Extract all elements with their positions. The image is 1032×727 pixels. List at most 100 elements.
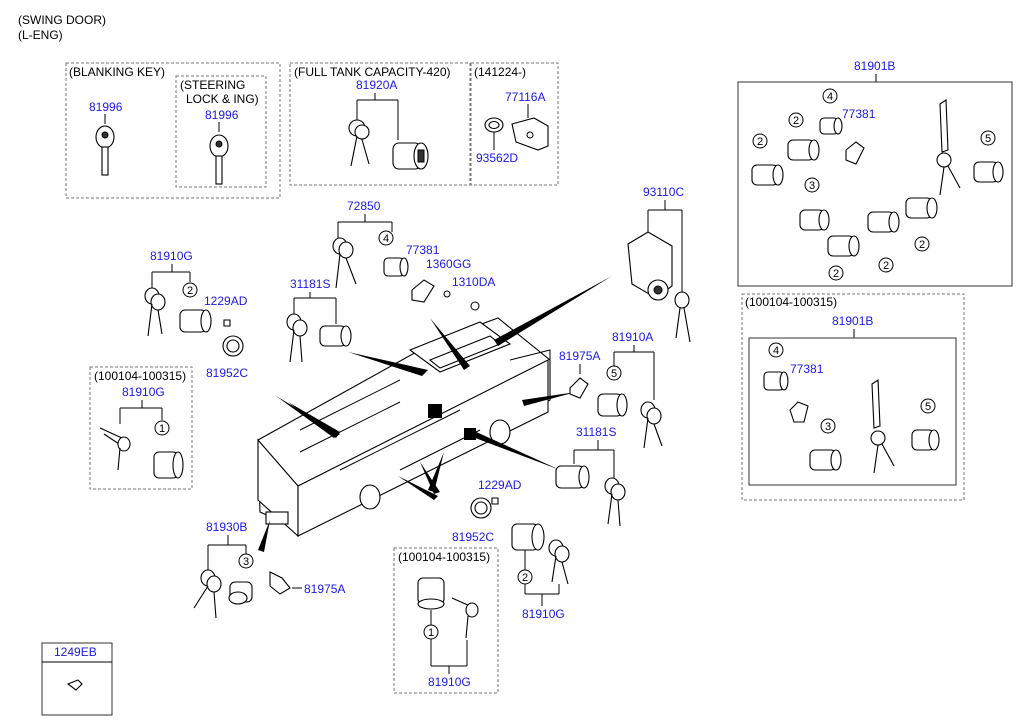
- part-81996-a[interactable]: 81996: [89, 100, 123, 114]
- callout-4: 4: [383, 233, 389, 245]
- lock-cylinder-81910G-d-icon: [417, 577, 445, 610]
- header-l-eng: (L-ENG): [18, 28, 63, 42]
- key-pair-81910A-icon: [640, 401, 663, 449]
- lock-cylinder-81910A-icon: [597, 393, 628, 417]
- part-1229AD-b[interactable]: 1229AD: [478, 478, 522, 492]
- date-box-left: [89, 366, 193, 490]
- lock-cylinder-72850-icon: [383, 257, 409, 277]
- part-81901B-bottom[interactable]: 81901B: [832, 314, 873, 328]
- key-pair-81910G-b-icon: [99, 427, 131, 471]
- lock-cylinder-81910G-c-icon: [511, 523, 545, 551]
- full-tank-label: (FULL TANK CAPACITY-420): [294, 65, 451, 79]
- blank-key-steering-icon: [209, 134, 229, 185]
- callout-4: 4: [773, 345, 779, 357]
- part-81910G-b[interactable]: 81910G: [122, 385, 165, 399]
- part-81952C-a[interactable]: 81952C: [206, 366, 248, 380]
- date-box-bottom: [393, 547, 499, 694]
- callout-2: 2: [833, 268, 839, 280]
- part-81910G-a[interactable]: 81910G: [150, 249, 193, 263]
- fuel-cap-key-icon: [348, 119, 370, 167]
- part-81910G-d[interactable]: 81910G: [428, 675, 471, 689]
- part-81910G-c[interactable]: 81910G: [522, 607, 565, 621]
- clip-81975A-a-icon: [569, 377, 589, 399]
- key-pair-81930B-icon: [193, 569, 222, 619]
- callout-5: 5: [985, 133, 991, 145]
- callout-5: 5: [611, 368, 617, 380]
- bus-body-icon: [257, 317, 551, 538]
- bolt-1249EB-icon: [66, 679, 83, 691]
- full-tank-box: [289, 62, 471, 186]
- blanking-key-box: [65, 62, 281, 199]
- key-pair-31181S-a-icon: [286, 313, 308, 363]
- lock-cylinder-31181S-a-icon: [319, 325, 352, 347]
- 1249EB-box: [41, 642, 113, 716]
- callout-3: 3: [809, 180, 815, 192]
- callout-2: 2: [187, 285, 193, 297]
- part-81901B-top[interactable]: 81901B: [854, 59, 895, 73]
- callout-1: 1: [159, 423, 165, 435]
- screw-1229AD-b-icon: [491, 497, 499, 505]
- date-box-right: [741, 293, 965, 501]
- part-1310DA[interactable]: 1310DA: [452, 275, 495, 289]
- key-pair-81910G-d-icon: [451, 597, 479, 639]
- part-1249EB[interactable]: 1249EB: [54, 645, 97, 659]
- lock-cylinder-81930B-icon: [228, 581, 253, 605]
- blanking-key-label: (BLANKING KEY): [69, 65, 165, 79]
- steering-lock-label-2: LOCK & ING): [186, 92, 259, 106]
- part-93110C[interactable]: 93110C: [643, 185, 684, 199]
- part-1360GG[interactable]: 1360GG: [426, 257, 471, 271]
- callout-2: 2: [522, 572, 528, 584]
- key-pair-72850-icon: [332, 237, 357, 289]
- part-81952C-b[interactable]: 81952C: [452, 530, 494, 544]
- key-pair-31181S-b-icon: [604, 477, 626, 527]
- callout-1: 1: [428, 627, 434, 639]
- part-77381-top[interactable]: 77381: [842, 107, 876, 121]
- part-1229AD-a[interactable]: 1229AD: [204, 294, 248, 308]
- callout-4: 4: [827, 91, 833, 103]
- part-77381-mid[interactable]: 77381: [406, 243, 440, 257]
- part-81996-b[interactable]: 81996: [205, 108, 239, 122]
- part-81930B[interactable]: 81930B: [206, 520, 247, 534]
- callout-2: 2: [757, 136, 763, 148]
- bracket-icon: [511, 117, 549, 151]
- part-81975A-b[interactable]: 81975A: [304, 582, 345, 596]
- header-swing-door: (SWING DOOR): [18, 13, 106, 27]
- 81901B-bottom-box: [748, 337, 957, 486]
- date-label-right: (100104-100315): [745, 295, 837, 309]
- 81901B-top-box: [737, 81, 1013, 287]
- part-72850[interactable]: 72850: [347, 199, 381, 213]
- plate-77381-icon: [411, 279, 480, 311]
- callout-3: 3: [825, 421, 831, 433]
- washer-81952C-a-icon: [222, 335, 244, 357]
- part-31181S-b[interactable]: 31181S: [576, 425, 616, 439]
- lock-cylinder-81910G-b-icon: [153, 451, 184, 479]
- part-81920A[interactable]: 81920A: [356, 78, 397, 92]
- date-141224-box: [470, 62, 559, 186]
- lock-set-top-icons: [751, 98, 1004, 257]
- callout-3: 3: [243, 556, 249, 568]
- callout-2: 2: [919, 239, 925, 251]
- clip-81975A-b-icon: [269, 571, 291, 595]
- part-77381-bottom[interactable]: 77381: [790, 362, 824, 376]
- callout-2: 2: [883, 260, 889, 272]
- key-pair-81910G-a-icon: [144, 287, 166, 337]
- date-141224-label: (141224-): [474, 65, 526, 79]
- fuel-lock-cylinder-icon: [392, 142, 429, 170]
- screw-1229AD-a-icon: [223, 319, 231, 327]
- part-31181S-a[interactable]: 31181S: [290, 277, 330, 291]
- steering-lock-label-1: (STEERING: [180, 78, 245, 92]
- blank-key-icon: [95, 125, 115, 176]
- date-label-left: (100104-100315): [94, 369, 186, 383]
- key-pair-81910G-c-icon: [548, 539, 570, 585]
- ignition-switch-icon: [627, 231, 691, 343]
- part-93562D[interactable]: 93562D: [476, 151, 518, 165]
- lock-cylinder-31181S-b-icon: [555, 465, 590, 489]
- callout-2: 2: [793, 115, 799, 127]
- part-81975A-a[interactable]: 81975A: [559, 349, 600, 363]
- part-77116A[interactable]: 77116A: [505, 90, 545, 104]
- part-81910A[interactable]: 81910A: [612, 330, 653, 344]
- steering-lock-box: [175, 75, 267, 188]
- washer-81952C-b-icon: [470, 497, 492, 519]
- date-label-bottom: (100104-100315): [398, 550, 490, 564]
